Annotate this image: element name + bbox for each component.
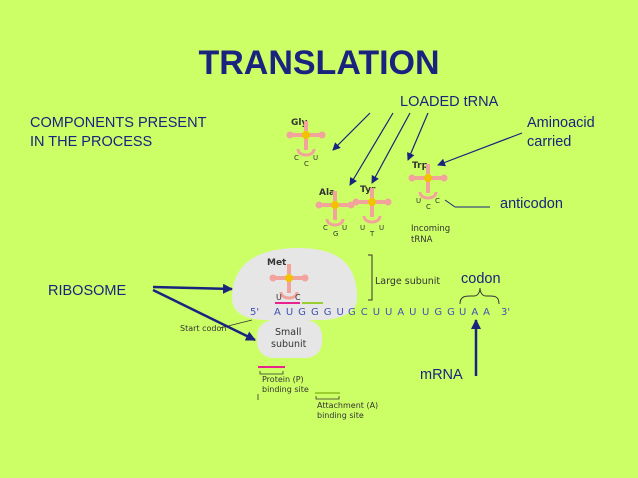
mrna-label: mRNA xyxy=(420,367,463,383)
anticodon-arrow xyxy=(444,199,456,208)
loaded-arrow-ala xyxy=(349,112,394,186)
mrna-5-prime: 5' xyxy=(250,307,259,318)
trna-trp-anticodon-1: U xyxy=(416,197,421,205)
codon-brace xyxy=(459,287,500,305)
loaded-arrow-gly xyxy=(332,112,371,151)
trna-trp: Trp U C C xyxy=(407,161,449,211)
trna-trp-amino: Trp xyxy=(412,161,429,171)
mrna-codon: U A A xyxy=(459,307,492,318)
mrna-codon: U G G xyxy=(422,307,456,318)
trna-ala-anticodon-2: G xyxy=(333,230,338,238)
codon-label: codon xyxy=(461,271,501,287)
ribosome-arrow-large xyxy=(152,283,233,294)
slide-title: TRANSLATION xyxy=(198,44,439,82)
start-codon-label: Start codon xyxy=(180,324,226,333)
p-site-label-line1: Protein (P) xyxy=(262,375,304,384)
loaded-arrow-tyr xyxy=(371,112,411,184)
a-site-label-line1: Attachment (A) xyxy=(317,401,378,410)
trna-met-anticodon-1: U xyxy=(276,293,282,302)
trna-ala-anticodon-1: C xyxy=(323,224,328,232)
incoming-trna-label-line1: Incoming xyxy=(411,224,450,234)
trna-tyr: Tyr U T U xyxy=(351,185,393,238)
trna-tyr-amino: Tyr xyxy=(360,185,376,195)
mrna-codon: G G U xyxy=(311,307,345,318)
aminoacid-label-line2: carried xyxy=(527,134,571,150)
trna-gly-amino: Gly xyxy=(291,118,307,128)
trna-trp-anticodon-3: C xyxy=(435,197,440,205)
trna-trp-anticodon-2: C xyxy=(426,203,431,211)
loaded-arrow-trp xyxy=(407,112,429,161)
ribosome xyxy=(232,248,357,358)
a-site-key-bracket xyxy=(315,396,340,400)
trna-ala-amino: Ala xyxy=(319,188,335,198)
mrna-3-prime: 3' xyxy=(501,307,510,318)
components-label-line1: COMPONENTS PRESENT xyxy=(30,115,207,131)
trna-gly-anticodon-1: C xyxy=(294,154,299,162)
trna-met-anticodon-2: C xyxy=(295,293,301,302)
mrna-codon: G C U xyxy=(348,307,382,318)
large-subunit-bracket xyxy=(368,254,373,301)
p-site-label-line2: binding site xyxy=(262,385,309,394)
trna-ala-anticodon-3: U xyxy=(342,224,347,232)
trna-met: Met U C xyxy=(267,258,310,302)
incoming-trna-label-line2: tRNA xyxy=(411,235,433,245)
components-label-line2: IN THE PROCESS xyxy=(30,134,152,150)
anticodon-label: anticodon xyxy=(500,196,563,212)
small-subunit-label-line2: subunit xyxy=(271,339,307,350)
trna-gly-anticodon-3: U xyxy=(313,154,318,162)
trna-gly: Gly C C U xyxy=(285,118,327,168)
aminoacid-label-line1: Aminoacid xyxy=(527,115,595,131)
trna-ala: Ala C G U xyxy=(314,188,356,238)
small-subunit-shape xyxy=(257,320,322,358)
large-subunit-shape xyxy=(232,248,357,320)
trna-tyr-anticodon-1: U xyxy=(360,224,365,232)
aminoacid-arrow xyxy=(437,132,523,167)
trna-tyr-anticodon-2: T xyxy=(369,230,375,238)
mrna-codon: U A U xyxy=(385,307,418,318)
p-site-key-bracket xyxy=(259,371,284,375)
small-subunit-label-line1: Small xyxy=(275,327,301,338)
loaded-trna-label: LOADED tRNA xyxy=(400,94,499,110)
ribosome-label: RIBOSOME xyxy=(48,283,126,299)
a-site-label-line2: binding site xyxy=(317,411,364,420)
trna-tyr-anticodon-3: U xyxy=(379,224,384,232)
ribosome-arrow-small xyxy=(152,288,256,342)
trna-gly-anticodon-2: C xyxy=(304,160,309,168)
trna-met-amino: Met xyxy=(267,258,287,268)
mrna-codon: A U G xyxy=(274,307,307,318)
large-subunit-label: Large subunit xyxy=(375,276,440,287)
